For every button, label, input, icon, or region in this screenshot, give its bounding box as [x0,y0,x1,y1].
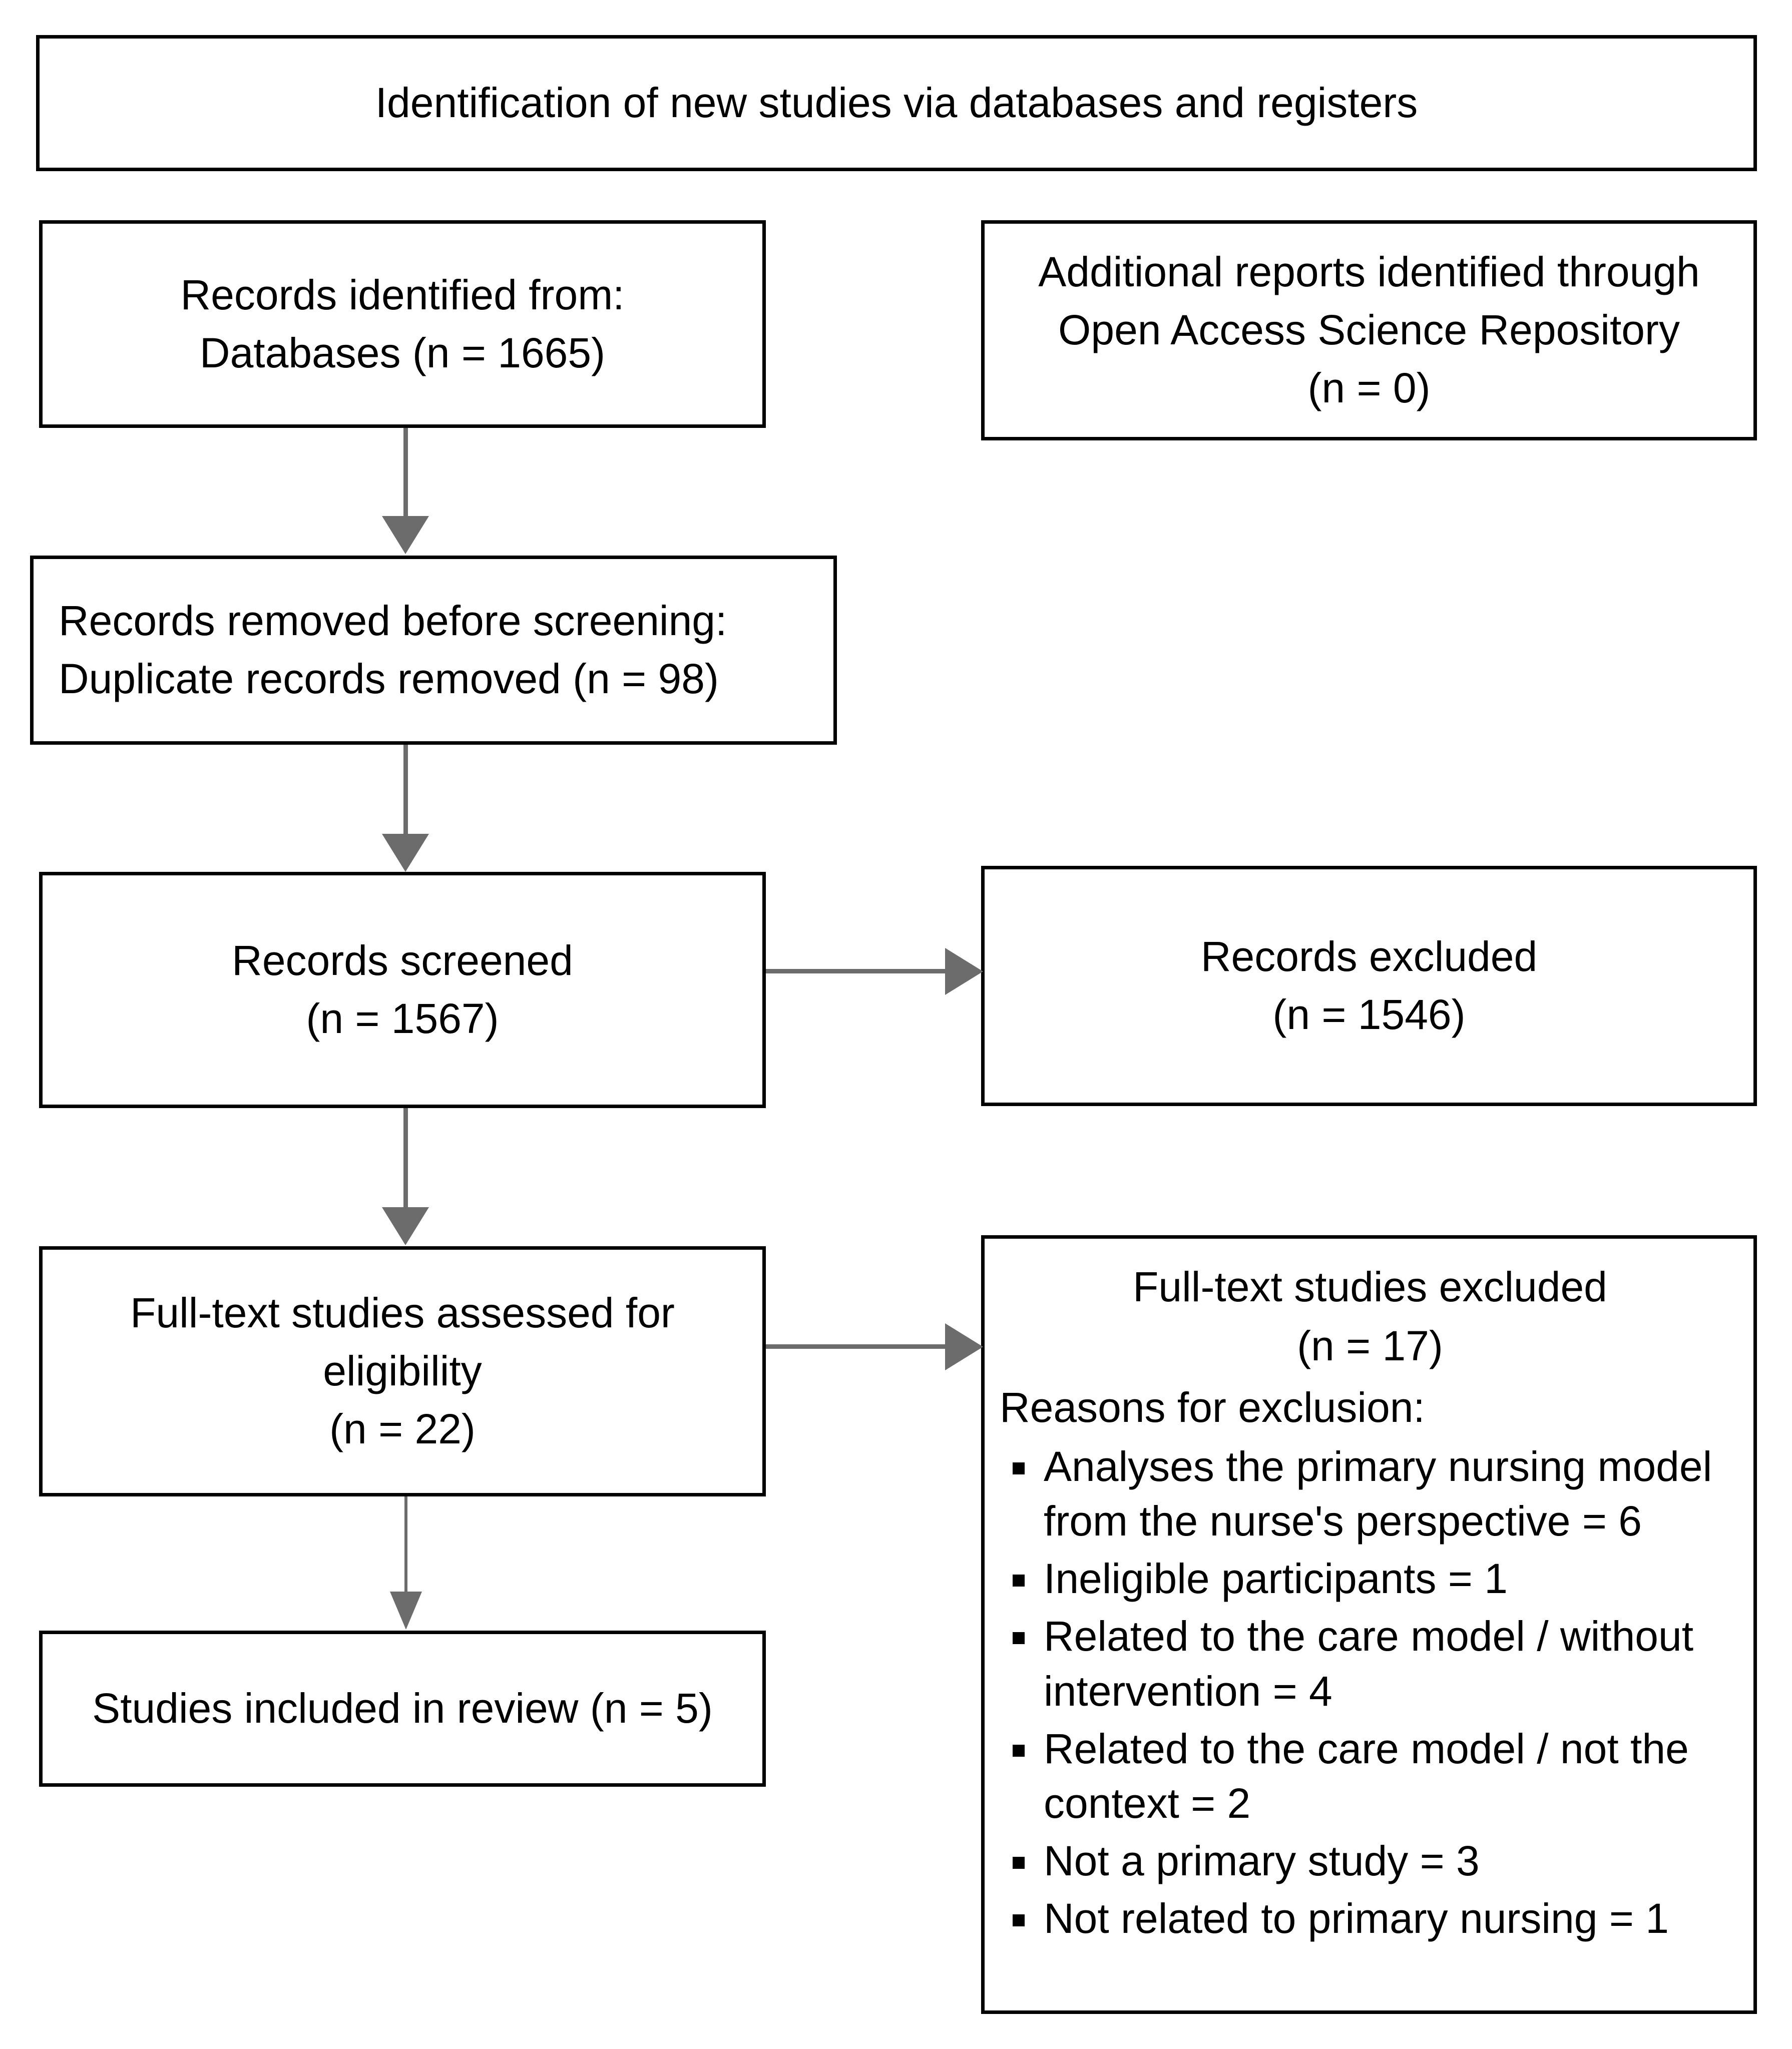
connector-removed-to-screened-line [403,745,408,835]
records-screened-label: Records screened (n = 1567) [232,937,573,1042]
square-bullet-icon [1013,1857,1025,1869]
exclusion-reason-text: Not a primary study = 3 [1044,1837,1480,1885]
square-bullet-icon [1013,1914,1025,1927]
records-removed-box: Records removed before screening: Duplic… [30,556,837,745]
records-removed-label: Records removed before screening: Duplic… [59,597,727,702]
list-item: Not related to primary nursing = 1 [1000,1891,1740,1946]
records-identified-box: Records identified from: Databases (n = … [39,220,766,428]
connector-removed-to-screened-arrow [382,834,429,872]
fulltext-excluded-heading: Full-text studies excluded (n = 17) [1133,1263,1607,1369]
records-screened-box: Records screened (n = 1567) [39,872,766,1108]
header-banner-label: Identification of new studies via databa… [375,79,1418,127]
square-bullet-icon [1013,1575,1025,1587]
exclusion-reasons-subheading: Reasons for exclusion: [1000,1384,1425,1431]
connector-assessed-to-excluded-arrow [945,1323,983,1370]
additional-reports-label: Additional reports identified through Op… [1038,248,1700,411]
list-item: Related to the care model / without inte… [1000,1609,1740,1718]
exclusion-reason-text: Related to the care model / not the cont… [1044,1725,1689,1827]
exclusion-reason-text: Not related to primary nursing = 1 [1044,1895,1669,1942]
connector-screened-to-excluded-arrow [945,948,983,995]
connector-screened-to-excluded-line [766,969,946,973]
connector-assessed-to-excluded-line [766,1344,946,1349]
connector-screened-to-assessed-arrow [382,1207,429,1245]
exclusion-reason-text: Related to the care model / without inte… [1044,1613,1694,1715]
connector-identified-to-removed-arrow [382,516,429,554]
records-excluded-label: Records excluded (n = 1546) [1200,933,1538,1038]
studies-included-box: Studies included in review (n = 5) [39,1631,766,1787]
connector-identified-to-removed-line [403,428,408,517]
exclusion-reasons-list: Analyses the primary nursing model from … [1000,1439,1740,1949]
list-item: Not a primary study = 3 [1000,1834,1740,1888]
header-banner-box: Identification of new studies via databa… [36,35,1757,171]
connector-screened-to-assessed-line [403,1108,408,1208]
records-identified-label: Records identified from: Databases (n = … [180,271,625,376]
fulltext-assessed-label: Full-text studies assessed for eligibili… [130,1289,675,1452]
studies-included-label: Studies included in review (n = 5) [92,1685,713,1732]
exclusion-reason-text: Analyses the primary nursing model from … [1044,1442,1712,1545]
square-bullet-icon [1013,1462,1025,1474]
square-bullet-icon [1013,1632,1025,1645]
list-item: Related to the care model / not the cont… [1000,1722,1740,1831]
list-item: Ineligible participants = 1 [1000,1552,1740,1606]
connector-assessed-to-included-arrow [390,1592,422,1630]
additional-reports-box: Additional reports identified through Op… [981,220,1757,440]
square-bullet-icon [1013,1744,1025,1757]
records-excluded-box: Records excluded (n = 1546) [981,866,1757,1106]
connector-assessed-to-included-line [404,1496,407,1593]
list-item: Analyses the primary nursing model from … [1000,1439,1740,1549]
exclusion-reason-text: Ineligible participants = 1 [1044,1555,1508,1603]
fulltext-excluded-box: Full-text studies excluded (n = 17) Reas… [981,1235,1757,2014]
fulltext-assessed-box: Full-text studies assessed for eligibili… [39,1246,766,1496]
